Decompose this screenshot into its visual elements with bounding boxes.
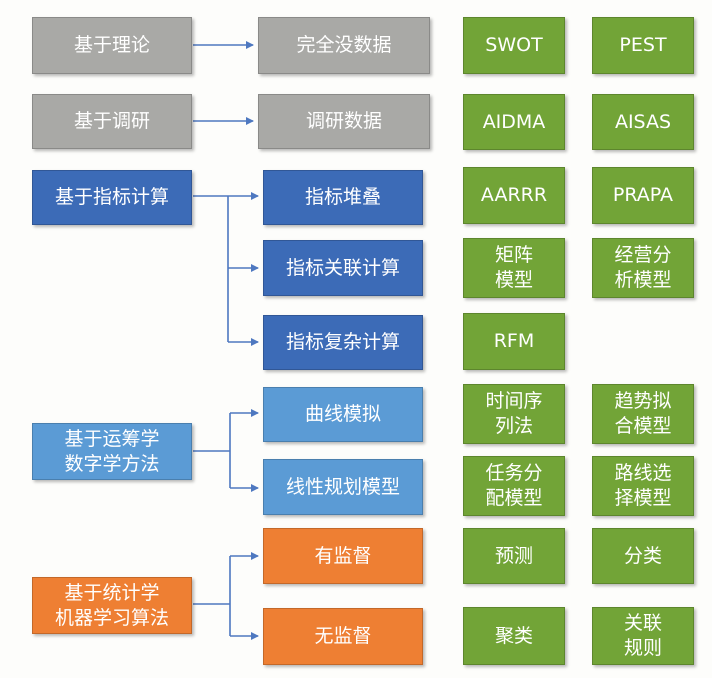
method-indicator-complex: 指标复杂计算 xyxy=(263,315,423,370)
model-trend-fitting: 趋势拟 合模型 xyxy=(592,384,694,444)
model-aarrr: AARRR xyxy=(463,167,565,224)
model-prapa: PRAPA xyxy=(592,167,694,224)
category-operations-research: 基于运筹学 数字学方法 xyxy=(32,423,192,480)
model-aisas: AISAS xyxy=(592,94,694,150)
category-indicator-calc: 基于指标计算 xyxy=(32,170,192,225)
model-swot: SWOT xyxy=(463,17,565,74)
method-unsupervised: 无监督 xyxy=(263,608,423,665)
model-classification: 分类 xyxy=(592,528,694,584)
method-linear-programming: 线性规划模型 xyxy=(263,459,423,515)
method-no-data: 完全没数据 xyxy=(258,17,430,74)
model-clustering: 聚类 xyxy=(463,607,565,665)
model-aidma: AIDMA xyxy=(463,94,565,150)
model-prediction: 预测 xyxy=(463,528,565,584)
model-pest: PEST xyxy=(592,17,694,74)
model-rfm: RFM xyxy=(463,313,565,370)
category-theory: 基于理论 xyxy=(32,17,192,74)
category-survey: 基于调研 xyxy=(32,94,192,149)
model-association-rules: 关联 规则 xyxy=(592,607,694,665)
model-time-series: 时间序 列法 xyxy=(463,384,565,444)
method-survey-data: 调研数据 xyxy=(258,94,430,149)
category-stats-ml: 基于统计学 机器学习算法 xyxy=(32,577,192,634)
method-curve-fitting: 曲线模拟 xyxy=(263,387,423,442)
model-business-analysis: 经营分 析模型 xyxy=(592,238,694,298)
method-indicator-related: 指标关联计算 xyxy=(263,240,423,296)
model-matrix: 矩阵 模型 xyxy=(463,238,565,298)
method-supervised: 有监督 xyxy=(263,528,423,584)
method-indicator-stack: 指标堆叠 xyxy=(263,170,423,225)
model-task-assignment: 任务分 配模型 xyxy=(463,456,565,516)
model-route-selection: 路线选 择模型 xyxy=(592,456,694,516)
